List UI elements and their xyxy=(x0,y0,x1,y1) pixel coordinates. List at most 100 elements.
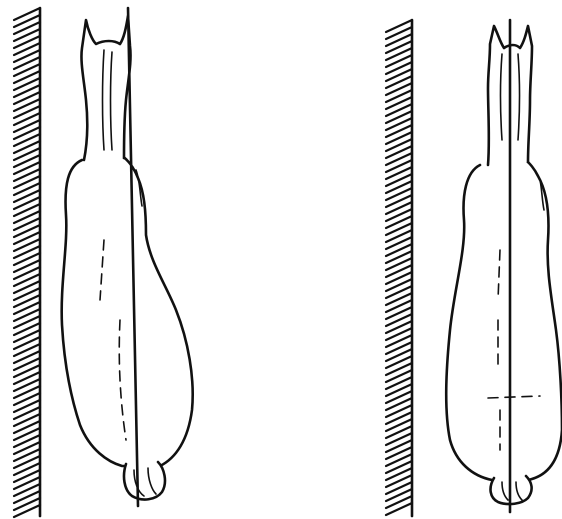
wall-hatch-stroke xyxy=(14,477,40,489)
wall-hatch-stroke xyxy=(386,440,412,452)
wall-hatch-stroke xyxy=(14,505,40,517)
wall-hatch-stroke xyxy=(14,141,40,153)
wall-hatch-stroke xyxy=(386,153,412,165)
wall-hatch-stroke xyxy=(386,279,412,291)
wall-hatch-stroke xyxy=(14,449,40,461)
wall-hatch-stroke xyxy=(14,162,40,174)
wall-hatch-stroke xyxy=(14,323,40,335)
wall-hatch-stroke xyxy=(14,407,40,419)
wall-hatch-stroke xyxy=(14,470,40,482)
wall-hatch-stroke xyxy=(386,454,412,466)
wall-hatch-stroke xyxy=(14,365,40,377)
wall-hatch-stroke xyxy=(14,78,40,90)
wall-hatch-stroke xyxy=(386,300,412,312)
wall-hatch-stroke xyxy=(14,295,40,307)
wall-hatch-stroke xyxy=(14,260,40,272)
wall-hatch-stroke xyxy=(14,463,40,475)
wall-hatch-stroke xyxy=(386,433,412,445)
wall-hatch-stroke xyxy=(386,342,412,354)
left-horse-body xyxy=(62,156,193,466)
wall-hatch-stroke xyxy=(14,190,40,202)
wall-hatch-stroke xyxy=(386,293,412,305)
right-horse xyxy=(446,26,562,504)
wall-hatch-stroke xyxy=(386,90,412,102)
wall-hatch-stroke xyxy=(14,155,40,167)
wall-hatch-stroke xyxy=(14,484,40,496)
wall-hatch-stroke xyxy=(386,76,412,88)
wall-hatch-stroke xyxy=(14,309,40,321)
left-panel xyxy=(14,8,193,517)
wall-hatch-stroke xyxy=(14,358,40,370)
wall-hatch-stroke xyxy=(14,456,40,468)
wall-hatch-stroke xyxy=(386,41,412,53)
wall-hatch-stroke xyxy=(386,419,412,431)
wall-hatch-stroke xyxy=(386,363,412,375)
left-horse xyxy=(62,16,193,499)
wall-hatch-stroke xyxy=(386,251,412,263)
wall-hatch-stroke xyxy=(14,8,40,20)
wall-hatch-stroke xyxy=(386,482,412,494)
wall-hatch-stroke xyxy=(386,496,412,508)
wall-hatch-stroke xyxy=(14,302,40,314)
right-wall-hatching xyxy=(386,20,412,515)
wall-hatch-stroke xyxy=(386,398,412,410)
wall-hatch-stroke xyxy=(14,169,40,181)
wall-hatch-stroke xyxy=(386,160,412,172)
wall-hatch-stroke xyxy=(386,230,412,242)
wall-hatch-stroke xyxy=(14,337,40,349)
wall-hatch-stroke xyxy=(14,491,40,503)
wall-hatch-stroke xyxy=(386,83,412,95)
left-horse-tail xyxy=(124,462,165,499)
wall-hatch-stroke xyxy=(14,253,40,265)
wall-hatch-stroke xyxy=(14,239,40,251)
wall-hatch-stroke xyxy=(14,330,40,342)
wall-hatch-stroke xyxy=(386,244,412,256)
wall-hatch-stroke xyxy=(386,405,412,417)
wall-hatch-stroke xyxy=(14,386,40,398)
wall-hatch-stroke xyxy=(386,412,412,424)
wall-hatch-stroke xyxy=(14,176,40,188)
wall-hatch-stroke xyxy=(14,127,40,139)
wall-hatch-stroke xyxy=(386,118,412,130)
wall-hatch-stroke xyxy=(386,34,412,46)
wall-hatch-stroke xyxy=(14,435,40,447)
wall-hatch-stroke xyxy=(386,265,412,277)
wall-hatch-stroke xyxy=(386,503,412,515)
wall-hatch-stroke xyxy=(386,104,412,116)
wall-hatch-stroke xyxy=(386,272,412,284)
wall-hatch-stroke xyxy=(386,370,412,382)
wall-hatch-stroke xyxy=(14,428,40,440)
wall-hatch-stroke xyxy=(386,335,412,347)
wall-hatch-stroke xyxy=(14,442,40,454)
wall-hatch-stroke xyxy=(386,69,412,81)
wall-hatch-stroke xyxy=(14,400,40,412)
wall-hatch-stroke xyxy=(386,475,412,487)
wall-hatch-stroke xyxy=(386,384,412,396)
wall-hatch-stroke xyxy=(14,393,40,405)
right-horse-body xyxy=(446,160,562,480)
wall-hatch-stroke xyxy=(386,468,412,480)
wall-hatch-stroke xyxy=(14,148,40,160)
wall-hatch-stroke xyxy=(386,314,412,326)
wall-hatch-stroke xyxy=(386,426,412,438)
wall-hatch-stroke xyxy=(14,22,40,34)
wall-hatch-stroke xyxy=(386,48,412,60)
wall-hatch-stroke xyxy=(14,183,40,195)
wall-hatch-stroke xyxy=(386,328,412,340)
wall-hatch-stroke xyxy=(386,223,412,235)
wall-hatch-stroke xyxy=(386,307,412,319)
wall-hatch-stroke xyxy=(386,461,412,473)
wall-hatch-stroke xyxy=(386,167,412,179)
wall-hatch-stroke xyxy=(14,50,40,62)
wall-hatch-stroke xyxy=(386,356,412,368)
wall-hatch-stroke xyxy=(14,36,40,48)
wall-hatch-stroke xyxy=(14,99,40,111)
wall-hatch-stroke xyxy=(14,344,40,356)
wall-hatch-stroke xyxy=(14,134,40,146)
wall-hatch-stroke xyxy=(386,97,412,109)
wall-hatch-stroke xyxy=(14,421,40,433)
wall-hatch-stroke xyxy=(14,288,40,300)
wall-hatch-stroke xyxy=(386,202,412,214)
wall-hatch-stroke xyxy=(14,232,40,244)
